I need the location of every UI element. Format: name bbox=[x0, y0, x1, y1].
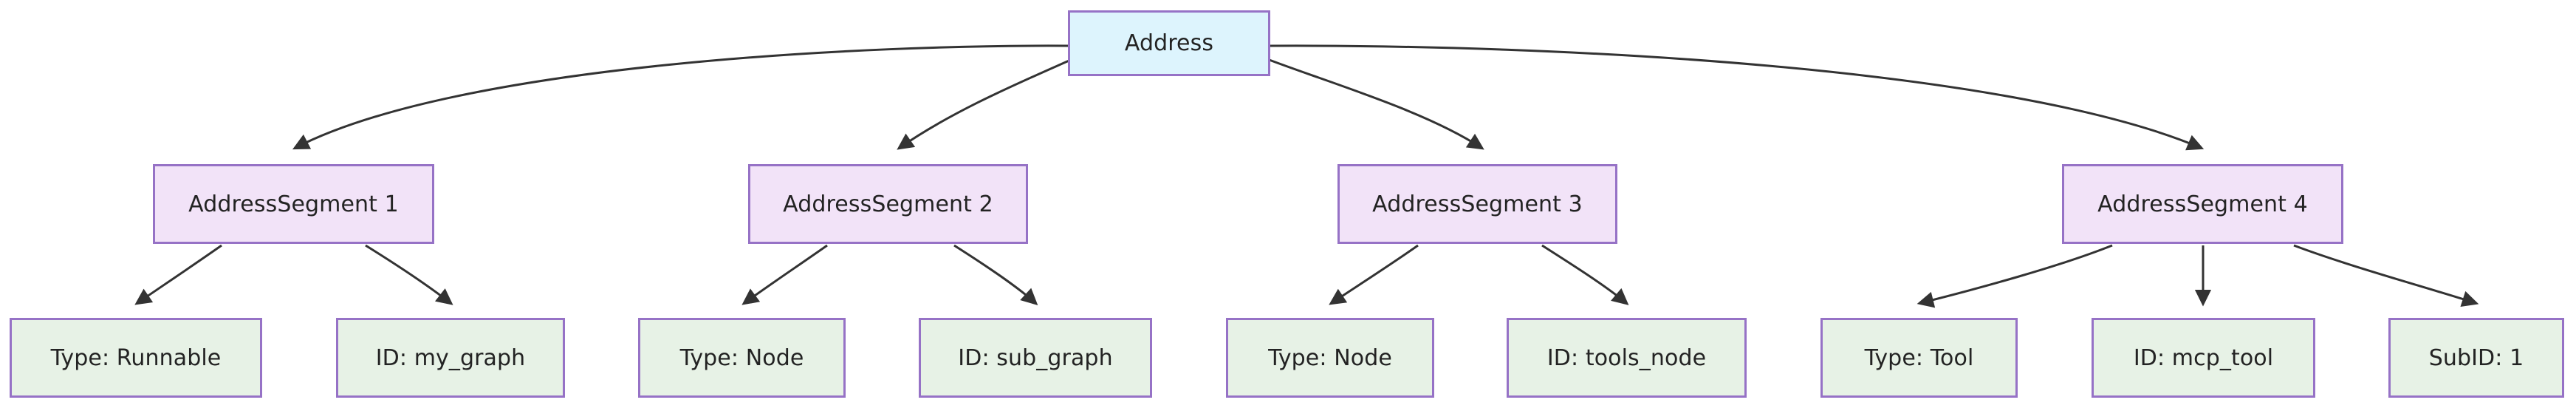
node-leaf-1[interactable]: Type: Runnable bbox=[10, 318, 262, 398]
node-label: Type: Tool bbox=[1864, 344, 1974, 371]
edge-connector bbox=[1268, 44, 2205, 151]
node-label: AddressSegment 3 bbox=[1372, 191, 1583, 217]
node-address-segment-1[interactable]: AddressSegment 1 bbox=[153, 164, 434, 244]
edge-connector bbox=[1329, 244, 1419, 305]
node-label: ID: my_graph bbox=[375, 344, 526, 371]
node-label: ID: sub_graph bbox=[958, 344, 1113, 371]
node-address-segment-4[interactable]: AddressSegment 4 bbox=[2062, 164, 2343, 244]
node-label: SubID: 1 bbox=[2428, 344, 2524, 371]
edge-connector bbox=[1267, 58, 1484, 150]
edge-connector bbox=[2293, 244, 2479, 308]
node-address-root[interactable]: Address bbox=[1068, 10, 1270, 76]
node-leaf-3[interactable]: Type: Node bbox=[638, 318, 846, 398]
edge-connector bbox=[953, 244, 1038, 306]
node-label: Type: Node bbox=[679, 344, 804, 371]
node-leaf-6[interactable]: ID: tools_node bbox=[1507, 318, 1747, 398]
edge-connector bbox=[1541, 244, 1629, 305]
edge-connector bbox=[134, 244, 222, 305]
node-leaf-8[interactable]: ID: mcp_tool bbox=[2092, 318, 2315, 398]
node-leaf-9[interactable]: SubID: 1 bbox=[2388, 318, 2564, 398]
node-label: ID: tools_node bbox=[1546, 344, 1707, 371]
node-label: Type: Runnable bbox=[50, 344, 222, 371]
node-leaf-7[interactable]: Type: Tool bbox=[1820, 318, 2018, 398]
node-label: Type: Node bbox=[1268, 344, 1392, 371]
node-leaf-5[interactable]: Type: Node bbox=[1226, 318, 1434, 398]
node-leaf-4[interactable]: ID: sub_graph bbox=[919, 318, 1152, 398]
edge-connector bbox=[1916, 244, 2113, 308]
node-label: ID: mcp_tool bbox=[2133, 344, 2274, 371]
node-leaf-2[interactable]: ID: my_graph bbox=[336, 318, 565, 398]
edge-connector bbox=[897, 58, 1073, 150]
node-label: Address bbox=[1124, 30, 1214, 56]
edge-connector bbox=[292, 44, 1072, 150]
node-label: AddressSegment 1 bbox=[188, 191, 399, 217]
node-address-segment-2[interactable]: AddressSegment 2 bbox=[748, 164, 1028, 244]
edge-connector bbox=[741, 244, 828, 305]
edge-connector bbox=[365, 244, 453, 305]
node-label: AddressSegment 2 bbox=[783, 191, 993, 217]
node-label: AddressSegment 4 bbox=[2097, 191, 2308, 217]
node-address-segment-3[interactable]: AddressSegment 3 bbox=[1337, 164, 1617, 244]
